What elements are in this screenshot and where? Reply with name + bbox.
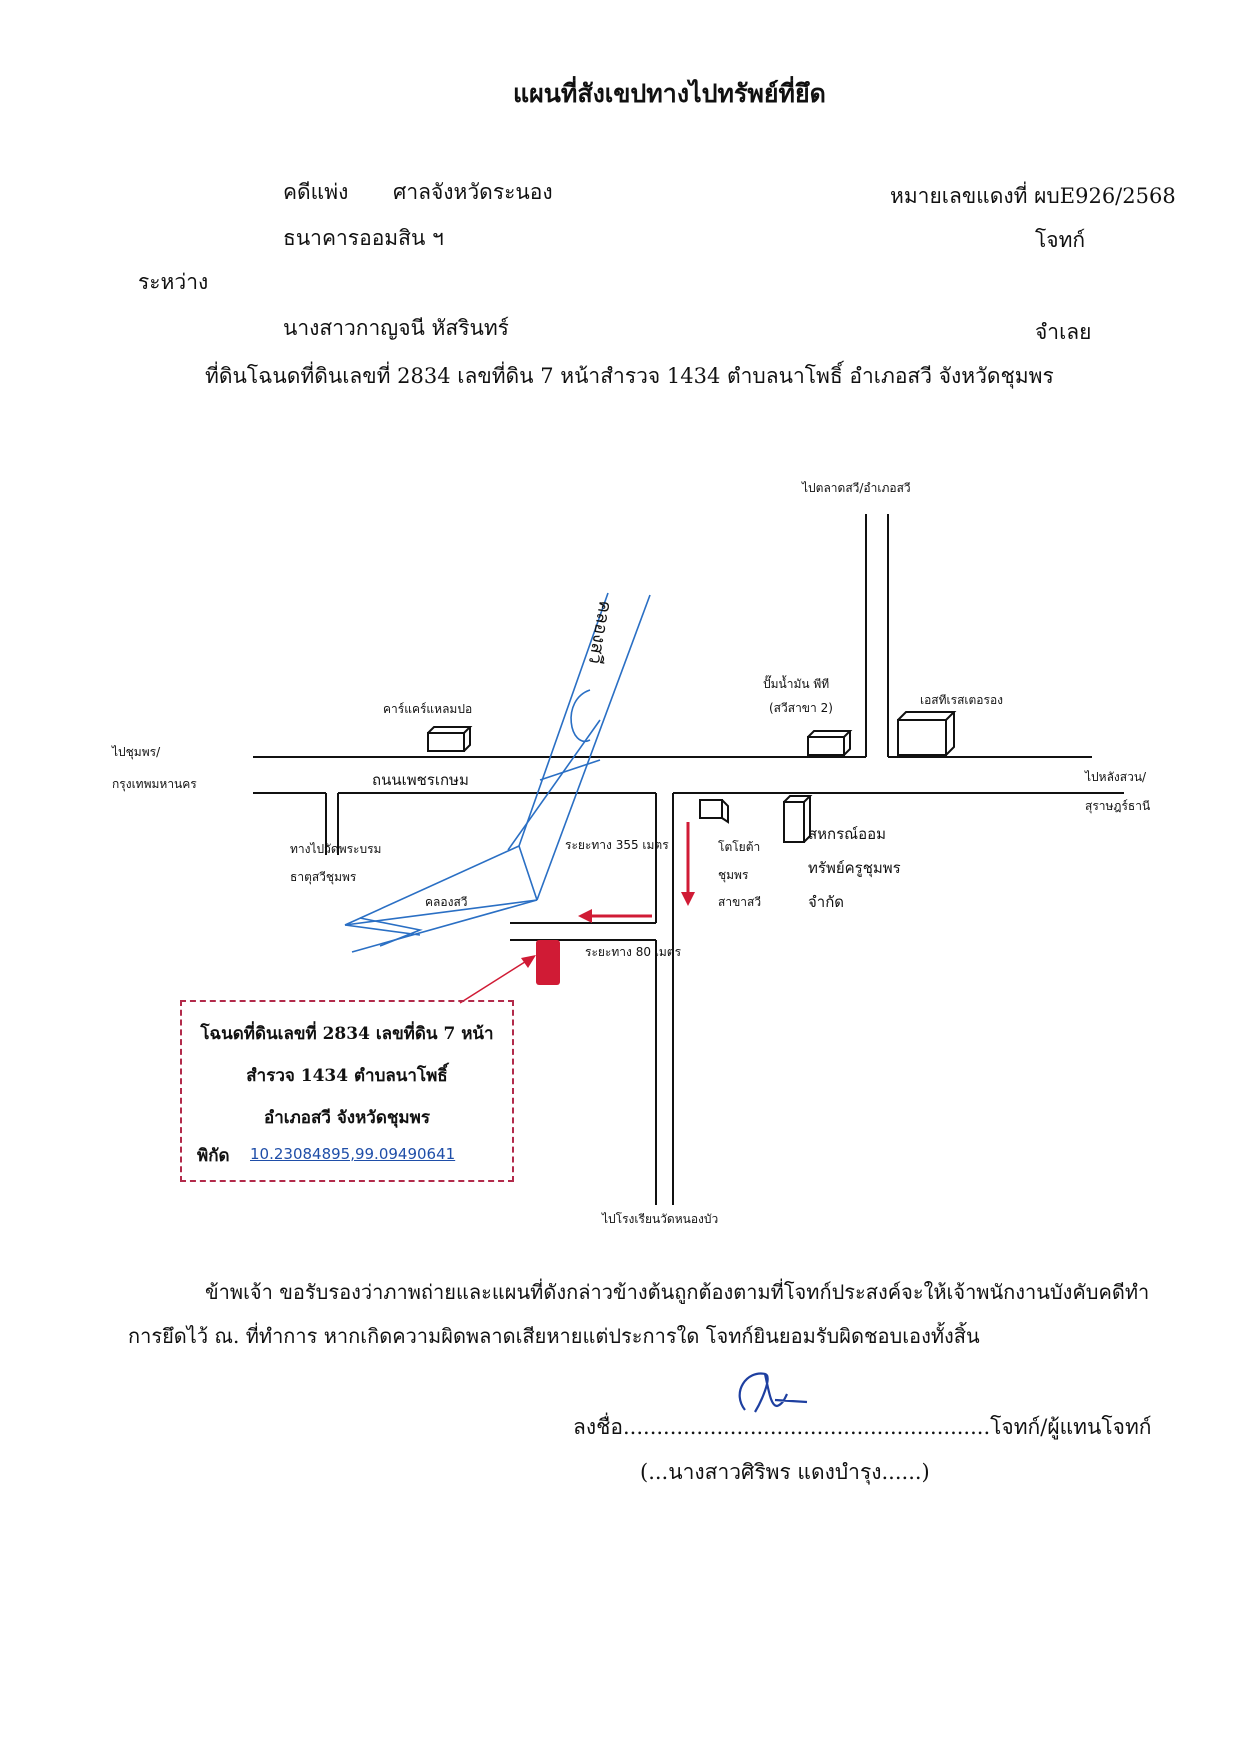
label-coop-3: จำกัด (808, 893, 845, 911)
land-description: ที่ดินโฉนดที่ดินเลขที่ 2834 เลขที่ดิน 7 … (205, 364, 1054, 388)
defendant-name: นางสาวกาญจนี หัสรินทร์ (283, 316, 509, 340)
between-label: ระหว่าง (138, 270, 209, 294)
label-road-name: ถนนเพชรเกษม (372, 771, 469, 789)
statement-line-1: ข้าพเจ้า ขอรับรองว่าภาพถ่ายและแผนที่ดังก… (205, 1280, 1150, 1304)
gas-station-building-icon (807, 730, 853, 756)
canal-river (344, 592, 651, 953)
label-gas-station-branch: (สวีสาขา 2) (769, 701, 833, 715)
label-distance-355: ระยะทาง 355 เมตร (565, 838, 669, 852)
label-toyota: โตโยต้า (718, 840, 761, 854)
label-distance-80: ระยะทาง 80 เมตร (585, 945, 682, 959)
plaintiff-name: ธนาคารออมสิน ฯ (283, 226, 444, 250)
court-name: ศาลจังหวัดระนอง (393, 180, 553, 204)
signer-name: (...นางสาวศิริพร แดงบำรุง......) (640, 1460, 930, 1484)
label-to-chumphon: ไปชุมพร/ (112, 745, 161, 759)
label-coop: สหกรณ์ออม (808, 825, 887, 843)
label-to-langsuan: ไปหลังสวน/ (1085, 770, 1147, 784)
plot-line-1: โฉนดที่ดินเลขที่ 2834 เลขที่ดิน 7 หน้า (200, 1024, 494, 1044)
case-type: คดีแพ่ง (283, 180, 349, 204)
plot-marker (536, 940, 560, 985)
signature-line: ลงชื่อ..................................… (573, 1415, 1152, 1439)
label-temple: ทางไปวัดพระบรม (290, 842, 382, 856)
coop-building-icon (783, 795, 813, 843)
label-to-school: ไปโรงเรียนวัดหนองบัว (602, 1212, 719, 1226)
coord-label: พิกัด (197, 1146, 230, 1166)
plot-info-box: โฉนดที่ดินเลขที่ 2834 เลขที่ดิน 7 หน้า ส… (180, 1000, 514, 1182)
toyota-building-icon (699, 799, 729, 824)
label-canal: คลองสวี (425, 895, 468, 909)
restaurant-building-icon (897, 711, 957, 756)
label-gas-station: ปั๊มน้ำมัน พีที (763, 677, 830, 691)
page-title: แผนที่สังเขปทางไปทรัพย์ที่ยึด (513, 79, 826, 108)
label-to-talad-sawi: ไปตลาดสวี/อำเภอสวี (802, 481, 911, 495)
coord-link[interactable]: 10.23084895,99.09490641 (250, 1145, 456, 1163)
label-to-bangkok: กรุงเทพมหานคร (112, 777, 197, 791)
car-care-building-icon (427, 726, 473, 752)
label-temple-2: ธาตุสวีชุมพร (290, 870, 357, 884)
plot-line-3: อำเภอสวี จังหวัดชุมพร (264, 1108, 430, 1128)
label-toyota-branch: สาขาสวี (718, 895, 762, 909)
river-label-rotated: คลองสวี (584, 599, 616, 665)
plot-line-2: สำรวจ 1434 ตำบลนาโพธิ์ (246, 1066, 448, 1086)
label-coop-2: ทรัพย์ครูชุมพร (808, 859, 901, 877)
label-to-surat: สุราษฎร์ธานี (1085, 799, 1151, 813)
statement-line-2: การยึดไว้ ณ. ที่ทำการ หากเกิดความผิดพลาด… (128, 1324, 980, 1348)
defendant-role: จำเลย (1035, 320, 1092, 344)
handwritten-signature (738, 1372, 808, 1413)
plaintiff-role: โจทก์ (1035, 228, 1086, 252)
case-number: หมายเลขแดงที่ ผบE926/2568 (890, 184, 1176, 208)
label-st-restaurant: เอสทีเรสเตอรอง (920, 693, 1004, 707)
pointer-line (459, 959, 529, 1004)
label-car-care: คาร์แคร์แหลมปอ (383, 702, 473, 716)
label-toyota-chumphon: ชุมพร (718, 868, 749, 882)
